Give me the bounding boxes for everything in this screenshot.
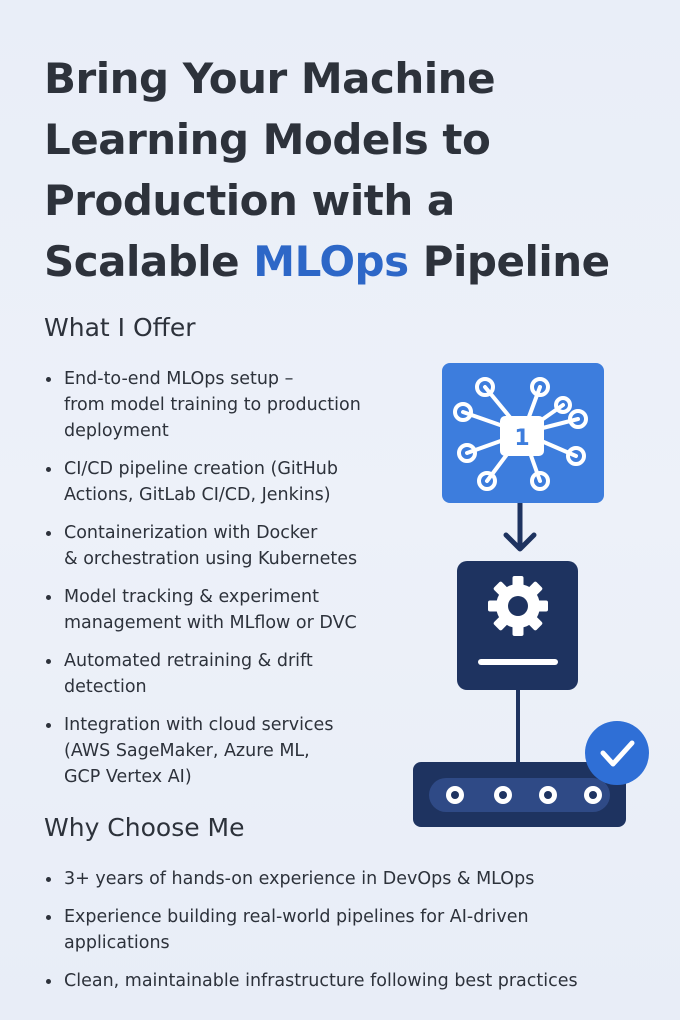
page-title: Bring Your Machine Learning Models to Pr…: [44, 48, 674, 292]
neural-network-icon: 1: [442, 363, 604, 503]
offer-heading: What I Offer: [44, 313, 196, 342]
offer-item-line: End-to-end MLOps setup –: [64, 369, 294, 389]
title-line-1: Bring Your Machine: [44, 54, 496, 103]
why-item: Experience building real-world pipelines…: [44, 904, 664, 956]
offer-item: Automated retraining & drift detection: [44, 648, 404, 700]
offer-item-line: management with MLflow or DVC: [64, 613, 357, 633]
offer-item-line: (AWS SageMaker, Azure ML,: [64, 741, 310, 761]
offer-item: Integration with cloud services (AWS Sag…: [44, 712, 404, 790]
offer-item-line: detection: [64, 677, 147, 697]
offer-list: End-to-end MLOps setup – from model trai…: [44, 366, 404, 802]
offer-item-line: Integration with cloud services: [64, 715, 334, 735]
offer-item-line: Containerization with Docker: [64, 523, 318, 543]
offer-item: Model tracking & experiment management w…: [44, 584, 404, 636]
why-item: Clean, maintainable infrastructure follo…: [44, 968, 664, 994]
offer-item-line: Actions, GitLab CI/CD, Jenkins): [64, 485, 331, 505]
offer-item-line: CI/CD pipeline creation (GitHub: [64, 459, 339, 479]
offer-item: CI/CD pipeline creation (GitHub Actions,…: [44, 456, 404, 508]
arrow-down-icon: [503, 503, 537, 552]
offer-item-line: from model training to production: [64, 395, 361, 415]
why-list: 3+ years of hands-on experience in DevOp…: [44, 866, 664, 1006]
title-line-2: Learning Models to: [44, 115, 491, 164]
mlops-pipeline-illustration: 1: [413, 363, 649, 827]
why-item-line: Experience building real-world pipelines…: [64, 907, 529, 927]
server-icon: [413, 762, 626, 827]
title-accent-mlops: MLOps: [253, 237, 409, 286]
offer-item-line: Automated retraining & drift: [64, 651, 313, 671]
why-heading: Why Choose Me: [44, 813, 245, 842]
offer-item-line: Model tracking & experiment: [64, 587, 319, 607]
why-item-line: 3+ years of hands-on experience in DevOp…: [64, 869, 535, 889]
checkmark-icon: [585, 721, 649, 785]
offer-item-line: GCP Vertex AI): [64, 767, 192, 787]
offer-item: End-to-end MLOps setup – from model trai…: [44, 366, 404, 444]
model-badge: 1: [514, 426, 529, 451]
title-line-4-end: Pipeline: [408, 237, 610, 286]
title-line-3: Production with a: [44, 176, 455, 225]
gear-icon: [457, 561, 578, 690]
why-item-line: applications: [64, 933, 170, 953]
offer-item-line: & orchestration using Kubernetes: [64, 549, 358, 569]
why-item: 3+ years of hands-on experience in DevOp…: [44, 866, 664, 892]
offer-item: Containerization with Docker & orchestra…: [44, 520, 404, 572]
offer-item-line: deployment: [64, 421, 169, 441]
why-item-line: Clean, maintainable infrastructure follo…: [64, 971, 578, 991]
title-line-4-start: Scalable: [44, 237, 254, 286]
